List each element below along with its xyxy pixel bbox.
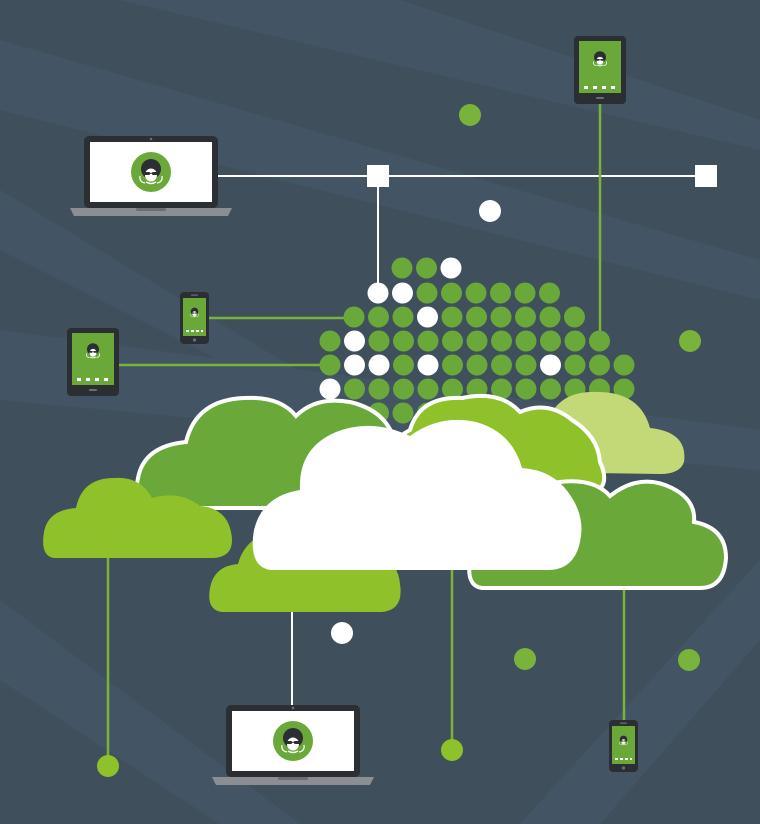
grid-dot: [392, 306, 414, 328]
grid-dot: [466, 354, 488, 376]
grid-dot: [491, 354, 512, 376]
grid-dot: [393, 378, 414, 400]
floating-dot: [679, 330, 701, 352]
grid-dot: [440, 257, 462, 279]
afro-head-logo-icon: [588, 47, 612, 71]
smartphone-icon: [609, 720, 638, 772]
laptop-icon: [212, 705, 374, 785]
grid-dot: [540, 378, 561, 400]
grid-dot: [613, 354, 635, 376]
grid-dot: [367, 282, 389, 304]
grid-dot: [393, 354, 414, 376]
grid-dot: [391, 257, 413, 279]
grid-dot: [515, 306, 536, 328]
grid-dot: [442, 354, 463, 376]
tablet-icon: [574, 36, 626, 104]
grid-dot: [515, 354, 537, 376]
grid-dot: [589, 354, 610, 376]
tablet-icon: [67, 328, 119, 396]
grid-dot: [417, 354, 439, 376]
grid-dot: [442, 378, 463, 400]
grid-dot: [589, 330, 610, 352]
afro-head-logo-icon: [187, 305, 202, 320]
grid-dot: [417, 378, 439, 400]
grid-dot: [416, 257, 437, 279]
grid-dot: [368, 306, 389, 328]
grid-dot: [564, 306, 585, 328]
grid-dot: [491, 330, 512, 352]
grid-dot: [515, 378, 537, 400]
junction-node-square: [367, 165, 389, 187]
grid-dot: [319, 330, 341, 352]
grid-dot: [613, 378, 635, 400]
grid-dot: [442, 330, 463, 352]
grid-dot: [466, 306, 487, 328]
network-lines-white: [218, 175, 706, 712]
grid-dot: [368, 378, 390, 400]
grid-dot: [392, 282, 413, 304]
floating-dots: [331, 104, 701, 671]
end-node-dot: [441, 739, 463, 761]
grid-dot: [368, 354, 390, 376]
network-nodes: [97, 165, 717, 777]
junction-node-square: [695, 165, 717, 187]
grid-dot: [344, 330, 365, 352]
grid-dot: [540, 330, 561, 352]
floating-dot: [479, 200, 501, 222]
floating-dot: [678, 649, 700, 671]
grid-dot: [515, 330, 537, 352]
grid-dot: [368, 330, 390, 352]
afro-head-logo-icon: [616, 733, 631, 748]
laptop-icon: [70, 136, 232, 216]
grid-dot: [514, 282, 536, 304]
floating-dot: [514, 648, 536, 670]
grid-dot: [490, 282, 511, 304]
grid-dot: [319, 378, 341, 400]
grid-dot: [393, 330, 414, 352]
network-lines-green: [106, 100, 626, 766]
grid-dot: [441, 306, 463, 328]
smartphone-icon: [180, 292, 209, 344]
grid-dot: [392, 402, 414, 424]
grid-dot: [344, 354, 365, 376]
afro-head-logo-icon: [81, 339, 105, 363]
cloud-icon: [252, 419, 582, 570]
grid-dot: [465, 282, 487, 304]
grid-dot: [319, 354, 341, 376]
afro-head-logo-icon: [273, 721, 313, 761]
afro-head-logo-icon: [131, 152, 171, 192]
grid-dot: [491, 378, 512, 400]
floating-dot: [331, 622, 353, 644]
floating-dot: [459, 104, 481, 126]
grid-dot: [343, 306, 365, 328]
grid-dot: [344, 378, 365, 400]
grid-dot: [441, 282, 462, 304]
grid-dot: [416, 282, 438, 304]
grid-dot: [539, 282, 560, 304]
grid-dot: [466, 330, 488, 352]
grid-dot: [490, 306, 512, 328]
grid-dot: [564, 330, 586, 352]
cloud-icon: [43, 477, 232, 558]
grid-dot: [417, 306, 438, 328]
grid-dot: [540, 354, 561, 376]
grid-dot: [417, 330, 439, 352]
clouds: [43, 391, 729, 612]
grid-dot: [564, 354, 586, 376]
end-node-dot: [97, 755, 119, 777]
grid-dot: [539, 306, 561, 328]
